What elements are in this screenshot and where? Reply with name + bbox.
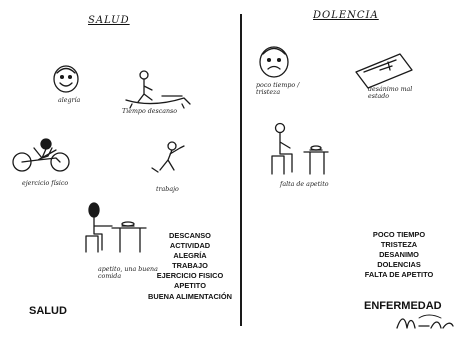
- signature-mark: [396, 314, 454, 329]
- dolencia-handwritten-title: DOLENCIA: [313, 10, 379, 21]
- salud-label: SALUD: [29, 305, 67, 317]
- bed-caption: desánimo mal estado: [368, 86, 413, 100]
- enfermedad-list-item: TRISTEZA: [380, 240, 418, 250]
- salud-list-item: ACTIVIDAD: [169, 241, 211, 251]
- eating-figure-sketch: [85, 202, 147, 253]
- center-divider-line: [240, 14, 242, 326]
- enfermedad-list-item: DESANIMO: [379, 250, 419, 260]
- enfermedad-list-item: DOLENCIAS: [377, 260, 421, 270]
- resting-figure-sketch: [125, 70, 191, 109]
- worker-figure-sketch: [151, 141, 185, 173]
- sad-face-sketch: [259, 46, 289, 78]
- enfermedad-list-item: FALTA DE APETITO: [364, 270, 434, 280]
- bike-rider-sketch: [12, 138, 70, 172]
- salud-handwritten-title: SALUD: [88, 15, 130, 26]
- salud-list-item: ALEGRÍA: [173, 251, 207, 261]
- sad-caption: poco tiempo / tristeza: [256, 82, 300, 96]
- salud-list-item: TRABAJO: [172, 261, 208, 271]
- enfermedad-list-item: POCO TIEMPO: [372, 230, 426, 239]
- bike-caption: ejercicio físico: [22, 180, 69, 187]
- work-caption: trabajo: [156, 186, 179, 193]
- salud-list-item: BUENA ALIMENTACIÓN: [148, 291, 232, 301]
- salud-list-item: EJERCICIO FISICO: [156, 271, 224, 281]
- happy-caption: alegría: [58, 97, 81, 104]
- enfermedad-list: POCO TIEMPO TRISTEZA DESANIMO DOLENCIAS …: [354, 230, 444, 280]
- rest-caption: Tiempo descanso: [122, 108, 178, 115]
- eating-caption: apetito, una buena comida: [98, 266, 158, 280]
- table-caption: falta de apetito: [280, 181, 329, 188]
- happy-face-sketch: [53, 65, 79, 93]
- salud-list: DESCANSO ACTIVIDAD ALEGRÍA TRABAJO EJERC…: [130, 231, 250, 302]
- salud-list-item: APETITO: [174, 281, 206, 291]
- enfermedad-label: ENFERMEDAD: [364, 300, 442, 312]
- empty-table-figure-sketch: [271, 122, 329, 175]
- salud-list-item: DESCANSO: [169, 231, 211, 240]
- sick-bed-sketch: [355, 53, 413, 89]
